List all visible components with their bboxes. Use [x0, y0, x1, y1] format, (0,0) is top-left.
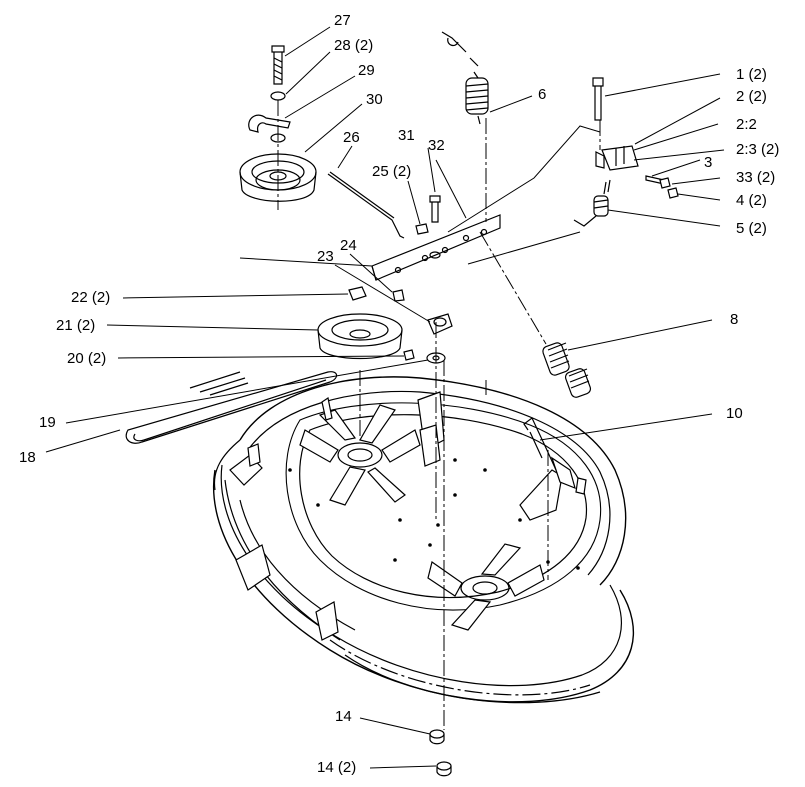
label-part-2-3: 2:3 (2)	[736, 141, 780, 158]
spring-8	[542, 342, 592, 398]
right-spindle-housing	[427, 543, 545, 631]
bolt-31	[429, 195, 441, 223]
label-part-20: 20 (2)	[67, 350, 107, 367]
label-part-6: 6	[538, 86, 547, 103]
spring-5	[573, 179, 611, 227]
leader-lines	[45, 26, 725, 769]
label-part-1: 1 (2)	[736, 66, 767, 83]
pulley-21	[317, 313, 403, 360]
bolt-27	[271, 45, 285, 85]
label-part-27: 27	[334, 12, 351, 29]
drive-belt	[125, 371, 338, 444]
rod-10	[523, 417, 557, 471]
idler-arm-plate	[371, 214, 501, 281]
nut-33	[659, 177, 671, 189]
nut-4	[667, 187, 679, 199]
label-part-8: 8	[730, 311, 739, 328]
nut-14	[436, 761, 452, 777]
label-part-24: 24	[340, 237, 357, 254]
screw-20	[403, 349, 415, 361]
label-part-10: 10	[726, 405, 743, 422]
washer-14	[429, 729, 445, 745]
mower-deck-housing	[213, 376, 635, 704]
label-part-29: 29	[358, 62, 375, 79]
label-part-30: 30	[366, 91, 383, 108]
bolt-1	[592, 77, 604, 121]
label-part-18: 18	[19, 449, 36, 466]
label-part-28: 28 (2)	[334, 37, 374, 54]
label-part-23: 23	[317, 248, 334, 265]
label-part-21: 21 (2)	[56, 317, 96, 334]
label-part-25: 25 (2)	[372, 163, 412, 180]
nut-22	[348, 286, 367, 301]
label-part-2-2: 2:2	[736, 116, 757, 133]
label-part-5: 5 (2)	[736, 220, 767, 237]
bracket-2	[595, 145, 639, 171]
nut-24	[392, 289, 405, 302]
rod-26	[327, 173, 405, 239]
label-part-14-2: 14 (2)	[317, 759, 357, 776]
label-part-32: 32	[428, 137, 445, 154]
label-part-2: 2 (2)	[736, 88, 767, 105]
washer-28	[270, 91, 286, 101]
label-part-14: 14	[335, 708, 352, 725]
label-part-33: 33 (2)	[736, 169, 776, 186]
label-part-3: 3	[704, 154, 713, 171]
pivot-bracket-23	[427, 313, 453, 335]
label-part-26: 26	[343, 129, 360, 146]
label-part-19: 19	[39, 414, 56, 431]
label-part-31: 31	[398, 127, 415, 144]
label-part-4: 4 (2)	[736, 192, 767, 209]
label-part-22: 22 (2)	[71, 289, 111, 306]
spacer-29	[248, 114, 291, 133]
spring-6	[441, 31, 489, 125]
nut-25	[415, 223, 429, 235]
